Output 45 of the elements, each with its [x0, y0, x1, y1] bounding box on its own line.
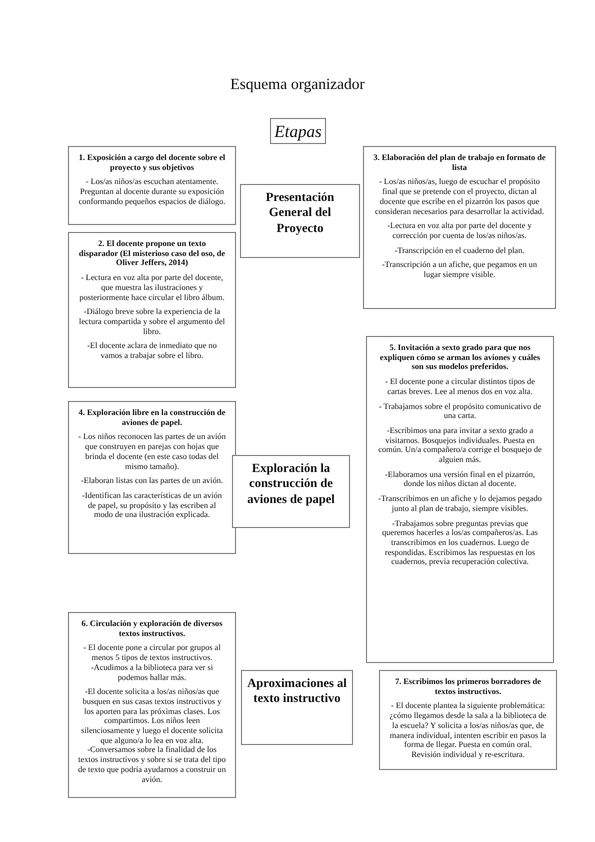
step-heading: 5. Invitación a sexto grado para que nos expliquen cómo se arman los aviones y cuáles son sus modelos preferidos.: [378, 343, 542, 372]
step-card: [68, 612, 236, 798]
step-text: -Lectura en voz alta por parte del docente y corrección por cuenta de los/as niños/as.: [386, 221, 533, 241]
step-card: [68, 401, 236, 554]
step-text: -Escribimos una para invitar a sexto grado a visitarnos. Bosquejos individuales. Puesta en común. Un/a compañero/a corrige el bosquejo de alguien más.: [377, 426, 543, 465]
step-text: -Transcripción a un afiche, que pegamos en un lugar siempre visible.: [381, 260, 538, 280]
step-heading: 7. Escribimos los primeros borradores de textos instructivos.: [394, 677, 542, 696]
step-text: - El docente pone a circular por grupos al menos 5 tipos de textos instructivos.: [82, 643, 222, 663]
stage-box: [241, 670, 353, 745]
step-card: [363, 146, 556, 309]
step-text: -Identifican las características de un avión de papel, su propósito y las escriben al modo de una ilustración explicada.: [81, 490, 223, 520]
step-text: -Transcribimos en un afiche y lo dejamos pegado junto al plan de trabajo, siempre visibles.: [377, 494, 543, 514]
step-text: - Los/as niños/as escuchan atentamente. Preguntan al docente durante su exposición conformando pequeños espacios de diálogo.: [78, 177, 226, 207]
step-card: [68, 146, 236, 225]
step-card: [379, 670, 557, 770]
step-text: -El docente solicita a los/as niños/as que busquen en sus casas textos instructivos y los aporten para las próximas clases. Los compartimos. Los niños leen silenciosamente y luego el docente solicita que alguno/a lo lea en voz alta.: [80, 687, 224, 746]
step-text: - El docente pone a circular distintos tipos de cartas breves. Lee al menos dos en voz alta.: [384, 377, 536, 397]
step-text: -Trabajamos sobre preguntas previas que queremos hacerles a los/as compañeros/as. Las transcribimos en los cuadernos. Luego de respondidas. Escribimos las respuestas en los cuadernos, previa recuperación colectiva.: [381, 518, 539, 568]
step-text: - Los/as niños/as, luego de escuchar el propósito final que se pretende con el proyecto, dictan al docente que escribe en el pizarrón los pasos que consideran necesarios para desarrollar la actividad.: [374, 177, 546, 216]
step-text: - Trabajamos sobre el propósito comunicativo de una carta.: [378, 402, 542, 421]
step-text: -Conversamos sobre la finalidad de los textos instructivos y sobre si se trata del tipo de texto que podría ayudarnos a construir un avión.: [78, 745, 226, 784]
step-heading: 3. Elaboración del plan de trabajo en formato de lista: [373, 153, 546, 172]
step-text: -Elaboramos una versión final en el pizarrón, donde los niños dictan al docente.: [384, 470, 536, 490]
step-text: -Acudimos a la biblioteca para ver si podemos hallar más.: [90, 662, 214, 682]
label-text: Etapas: [274, 122, 322, 140]
step-heading: 4. Exploración libre en la construcción de aviones de papel.: [78, 408, 226, 428]
stage-box: [232, 455, 350, 528]
step-heading: 6. Circulación y exploración de diversos textos instructivos.: [80, 619, 224, 638]
page-title: Esquema organizador: [229, 76, 366, 94]
step-text: - Lectura en voz alta por parte del docente, que muestra las ilustraciones y posteriormente hace circular el libro álbum.: [78, 273, 226, 302]
step-text: -Transcripción en el cuaderno del plan.: [394, 246, 526, 256]
step-heading: 1. Exposición a cargo del docente sobre el proyecto y sus objetivos: [78, 153, 226, 172]
step-heading: 2. El docente propone un texto disparador (El misterioso caso del oso, de Oliver Jeffers, 2014): [78, 239, 226, 268]
stage-title: Exploración la construcción de aviones de papel: [246, 461, 336, 507]
stage-title: Aproximaciones al texto instructivo: [246, 676, 348, 706]
stage-title: Presentación General del Proyecto: [264, 190, 336, 236]
step-text: -Diálogo breve sobre la experiencia de la lectura compartida y sobre el argumento del libro.: [78, 307, 226, 336]
step-card: [68, 232, 236, 388]
step-text: - Los niños reconocen las partes de un avión que construyen en parejas con hojas que brinda el docente (en este caso todas del mismo tamaño).: [78, 432, 226, 472]
step-text: -El docente aclara de inmediato que no vamos a trabajar sobre el libro.: [86, 341, 218, 361]
step-card: [366, 336, 554, 663]
step-text: -Elaboran listas con las partes de un avión.: [80, 476, 224, 486]
label-box: [270, 118, 326, 144]
step-text: - El docente plantea la siguiente problemática: ¿cómo llegamos desde la sala a la biblioteca de la escuela? Y solicita a los/as niños/as que, de manera individual, intenten escribir en pasos la forma de llegar. Puesta en común oral. Revisión individual y re-escritura.: [389, 701, 547, 760]
stage-box: [240, 184, 360, 258]
